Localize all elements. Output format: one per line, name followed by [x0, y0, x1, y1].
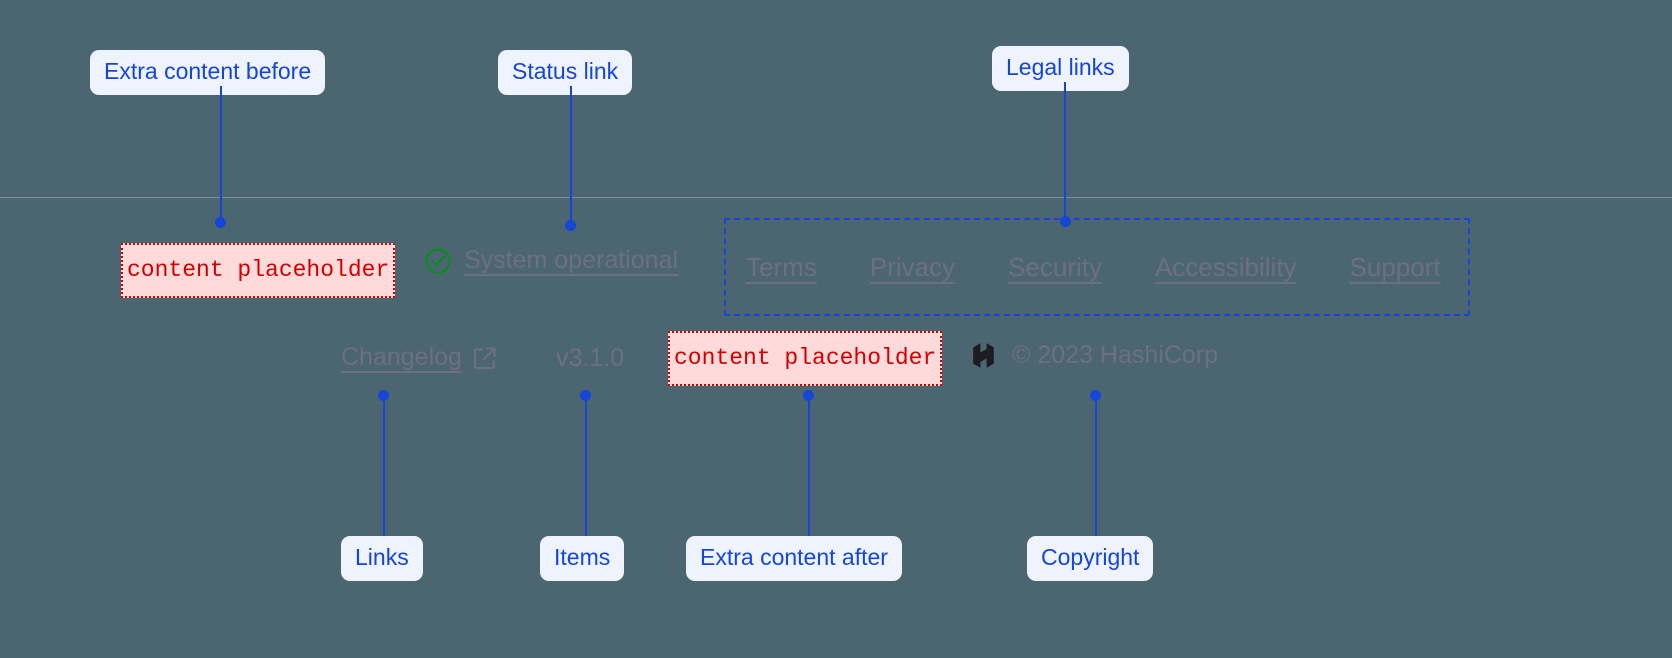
- legal-links-list: Terms Privacy Security Accessibility Sup…: [726, 252, 1441, 283]
- annotation-copyright: Copyright: [1027, 536, 1154, 581]
- status-link[interactable]: System operational: [424, 246, 678, 275]
- annotation-anchor-links: [378, 390, 389, 401]
- legal-links-region: Terms Privacy Security Accessibility Sup…: [724, 218, 1470, 316]
- annotation-leader-copyright: [1095, 396, 1097, 536]
- annotation-leader-extra-content-after: [808, 396, 810, 536]
- footer-link-changelog[interactable]: Changelog: [341, 343, 498, 372]
- extra-content-before-slot: content placeholder: [121, 243, 396, 298]
- annotation-leader-links: [383, 396, 385, 536]
- footer-item-version: v3.1.0: [556, 344, 624, 373]
- annotation-leader-status-link: [570, 86, 572, 226]
- version-label: v3.1.0: [556, 344, 625, 372]
- legal-link-security[interactable]: Security: [1008, 251, 1102, 282]
- content-placeholder-after: content placeholder: [668, 331, 943, 386]
- content-placeholder-before: content placeholder: [121, 243, 396, 298]
- annotation-anchor-status-link: [565, 220, 576, 231]
- annotation-anchor-extra-content-after: [803, 390, 814, 401]
- annotation-status-link: Status link: [498, 50, 633, 95]
- hashicorp-logo: [970, 341, 997, 370]
- annotation-anchor-legal-links: [1060, 216, 1071, 227]
- copyright-text: © 2023 HashiCorp: [1012, 341, 1219, 369]
- annotation-leader-extra-content-before: [220, 86, 222, 222]
- annotation-leader-items: [585, 396, 587, 536]
- status-link-label[interactable]: System operational: [464, 246, 679, 274]
- legal-link-support[interactable]: Support: [1349, 251, 1441, 282]
- annotation-items: Items: [540, 536, 625, 581]
- check-circle-icon: [424, 247, 452, 275]
- legal-link-privacy[interactable]: Privacy: [869, 251, 956, 282]
- footer-copyright: © 2023 HashiCorp: [970, 341, 1218, 370]
- annotation-extra-content-after: Extra content after: [686, 536, 902, 581]
- annotation-anchor-extra-content-before: [215, 217, 226, 228]
- annotation-anchor-copyright: [1090, 390, 1101, 401]
- extra-content-after-slot: content placeholder: [668, 331, 943, 386]
- footer-top-divider: [0, 197, 1672, 198]
- legal-link-accessibility[interactable]: Accessibility: [1154, 251, 1297, 282]
- legal-link-terms[interactable]: Terms: [746, 251, 817, 282]
- external-link-icon: [472, 345, 498, 371]
- annotation-extra-content-before: Extra content before: [90, 50, 326, 95]
- changelog-label[interactable]: Changelog: [341, 343, 462, 371]
- annotation-leader-legal-links: [1064, 82, 1066, 222]
- annotation-anchor-items: [580, 390, 591, 401]
- annotation-legal-links: Legal links: [992, 46, 1129, 91]
- annotation-links: Links: [341, 536, 423, 581]
- footer: content placeholder System operational T…: [0, 198, 1672, 428]
